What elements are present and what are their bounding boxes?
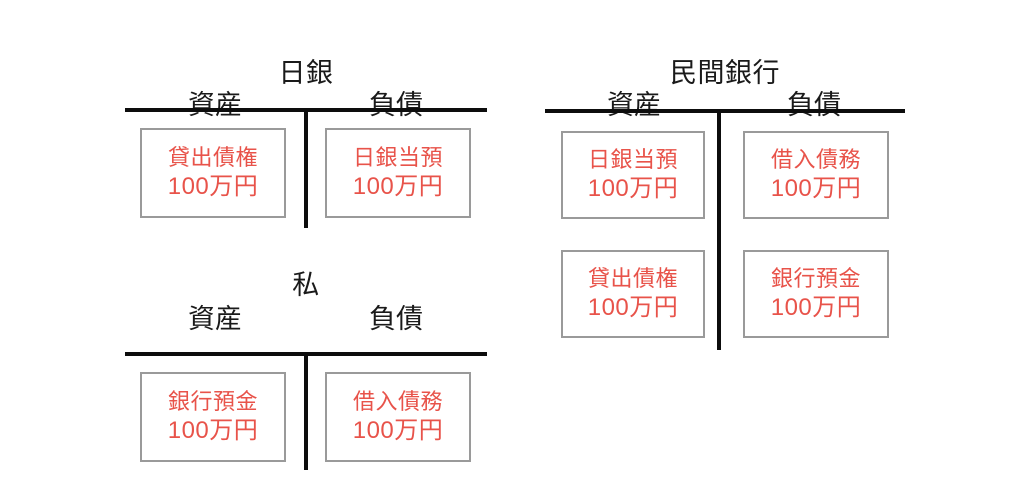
entry-box-individual-asset-1: 銀行預金 100万円 [140, 372, 286, 462]
entry-amount: 100万円 [167, 417, 259, 444]
entry-label: 銀行預金 [770, 266, 861, 291]
entry-label: 銀行預金 [167, 389, 258, 414]
entry-label: 借入債務 [770, 147, 861, 172]
entry-label: 日銀当預 [352, 145, 443, 170]
column-header-liabilities-commercial-bank: 負債 [787, 90, 841, 120]
entry-label: 貸出債権 [587, 266, 678, 291]
entry-label: 借入債務 [352, 389, 443, 414]
entry-amount: 100万円 [770, 175, 862, 202]
t-account-vertical-divider-individual [304, 352, 308, 470]
column-header-assets-individual: 資産 [188, 304, 242, 334]
t-account-vertical-divider-commercial-bank [717, 109, 721, 350]
t-account-individual: 私 資産 負債 銀行預金 100万円 借入債務 100万円 [125, 270, 487, 470]
entry-amount: 100万円 [167, 173, 259, 200]
t-account-title-commercial-bank: 民間銀行 [670, 58, 780, 88]
entry-amount: 100万円 [352, 173, 444, 200]
entry-box-boj-asset-1: 貸出債権 100万円 [140, 128, 286, 218]
entry-box-individual-liability-1: 借入債務 100万円 [325, 372, 471, 462]
column-header-assets-commercial-bank: 資産 [607, 90, 661, 120]
t-account-commercial-bank: 民間銀行 資産 負債 日銀当預 100万円 借入債務 100万円 貸出債権 10… [545, 28, 905, 350]
t-account-horizontal-rule-commercial-bank [545, 109, 905, 113]
column-header-liabilities-boj: 負債 [369, 90, 423, 120]
entry-amount: 100万円 [587, 294, 679, 321]
entry-box-bank-asset-1: 日銀当預 100万円 [561, 131, 705, 219]
entry-label: 貸出債権 [167, 145, 258, 170]
entry-amount: 100万円 [352, 417, 444, 444]
entry-box-bank-liability-1: 借入債務 100万円 [743, 131, 889, 219]
entry-box-bank-asset-2: 貸出債権 100万円 [561, 250, 705, 338]
t-account-title-individual: 私 [292, 270, 320, 300]
entry-box-bank-liability-2: 銀行預金 100万円 [743, 250, 889, 338]
column-header-liabilities-individual: 負債 [369, 304, 423, 334]
entry-box-boj-liability-1: 日銀当預 100万円 [325, 128, 471, 218]
entry-amount: 100万円 [770, 294, 862, 321]
column-header-assets-boj: 資産 [188, 90, 242, 120]
t-account-title-boj: 日銀 [278, 58, 334, 88]
t-account-vertical-divider-boj [304, 108, 308, 228]
entry-amount: 100万円 [587, 175, 679, 202]
t-account-boj: 日銀 資産 負債 貸出債権 100万円 日銀当預 100万円 [125, 28, 487, 228]
entry-label: 日銀当預 [587, 147, 678, 172]
